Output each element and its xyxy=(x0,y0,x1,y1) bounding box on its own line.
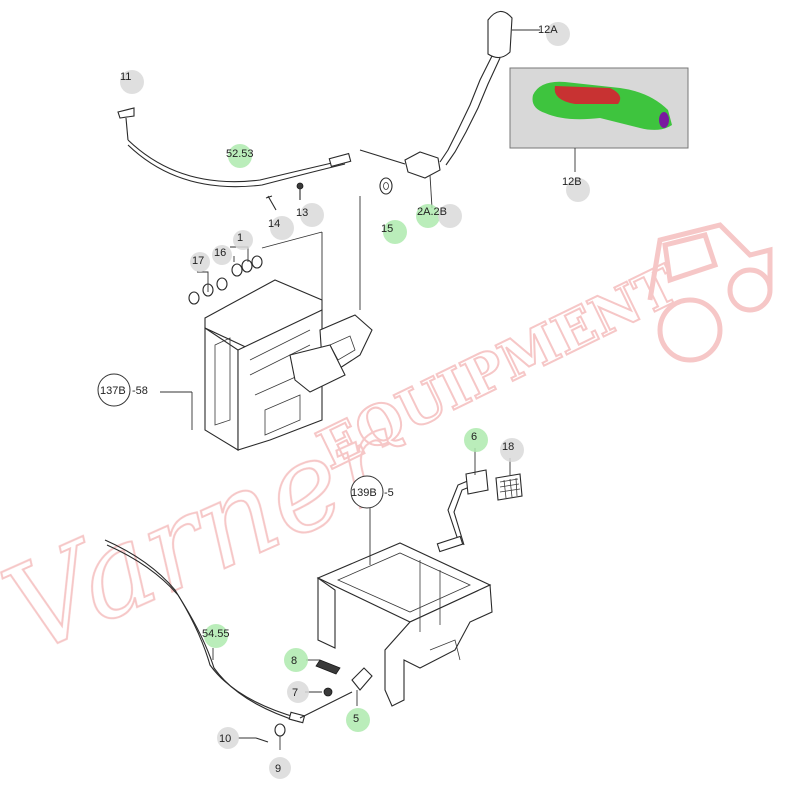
svg-text:13: 13 xyxy=(296,207,308,219)
svg-text:18: 18 xyxy=(502,441,514,453)
callouts: 11 52.53 14 13 15 2A.2B 12A 12B xyxy=(97,22,590,779)
svg-text:15: 15 xyxy=(381,223,393,235)
grip-end-cap xyxy=(659,112,669,128)
callout-2a-2b[interactable]: 2A.2B xyxy=(416,204,462,228)
callout-137b[interactable]: 137B -58 xyxy=(97,373,148,407)
grip-inset xyxy=(509,67,689,149)
callout-52-53[interactable]: 52.53 xyxy=(226,144,254,168)
grip-button xyxy=(554,86,621,104)
svg-text:14: 14 xyxy=(268,218,280,230)
part-11-clip xyxy=(117,107,135,119)
callout-13[interactable]: 13 xyxy=(296,203,324,227)
callout-9[interactable]: 9 xyxy=(269,757,291,779)
svg-text:17: 17 xyxy=(192,255,204,267)
lower-assembly xyxy=(104,448,523,750)
callout-12a[interactable]: 12A xyxy=(538,22,570,46)
svg-text:16: 16 xyxy=(214,247,226,259)
callout-14[interactable]: 14 xyxy=(268,216,294,240)
callout-17[interactable]: 17 xyxy=(190,252,210,272)
callout-7[interactable]: 7 xyxy=(287,681,309,703)
callout-15[interactable]: 15 xyxy=(381,220,407,244)
callout-16[interactable]: 16 xyxy=(212,245,232,265)
svg-text:7: 7 xyxy=(292,687,298,699)
pedal-pad-18 xyxy=(495,473,523,501)
watermark-tractor-icon xyxy=(647,222,773,363)
svg-text:6: 6 xyxy=(471,431,477,443)
svg-text:8: 8 xyxy=(291,655,297,667)
lever-pivot xyxy=(404,151,441,179)
callout-139b[interactable]: 139B -5 xyxy=(350,475,394,509)
watermark: Varner EQUIPMENT xyxy=(0,222,773,682)
svg-text:11: 11 xyxy=(120,71,131,83)
svg-text:-5: -5 xyxy=(384,487,394,499)
svg-text:54.55: 54.55 xyxy=(202,628,230,640)
callout-6[interactable]: 6 xyxy=(464,428,488,452)
svg-text:139B: 139B xyxy=(351,487,377,499)
svg-text:12A: 12A xyxy=(538,24,558,36)
svg-text:52.53: 52.53 xyxy=(226,148,254,160)
svg-text:2A.2B: 2A.2B xyxy=(417,206,447,218)
upper-assembly xyxy=(117,10,576,451)
svg-text:5: 5 xyxy=(353,713,359,725)
svg-text:9: 9 xyxy=(275,763,281,775)
svg-text:12B: 12B xyxy=(562,176,582,188)
callout-18[interactable]: 18 xyxy=(500,438,524,462)
callout-1[interactable]: 1 xyxy=(233,230,253,250)
svg-text:-58: -58 xyxy=(132,385,148,397)
svg-text:137B: 137B xyxy=(100,385,126,397)
pedal-pad-6 xyxy=(465,469,489,495)
callout-11[interactable]: 11 xyxy=(120,70,144,94)
callout-12b[interactable]: 12B xyxy=(562,176,590,202)
callout-10[interactable]: 10 xyxy=(217,727,239,749)
callout-54-55[interactable]: 54.55 xyxy=(202,624,230,648)
lever-knob xyxy=(487,10,513,59)
callout-8[interactable]: 8 xyxy=(284,648,308,672)
svg-text:1: 1 xyxy=(237,232,243,244)
svg-text:10: 10 xyxy=(219,733,231,745)
watermark-sub: EQUIPMENT xyxy=(308,252,688,481)
callout-5[interactable]: 5 xyxy=(346,708,370,732)
